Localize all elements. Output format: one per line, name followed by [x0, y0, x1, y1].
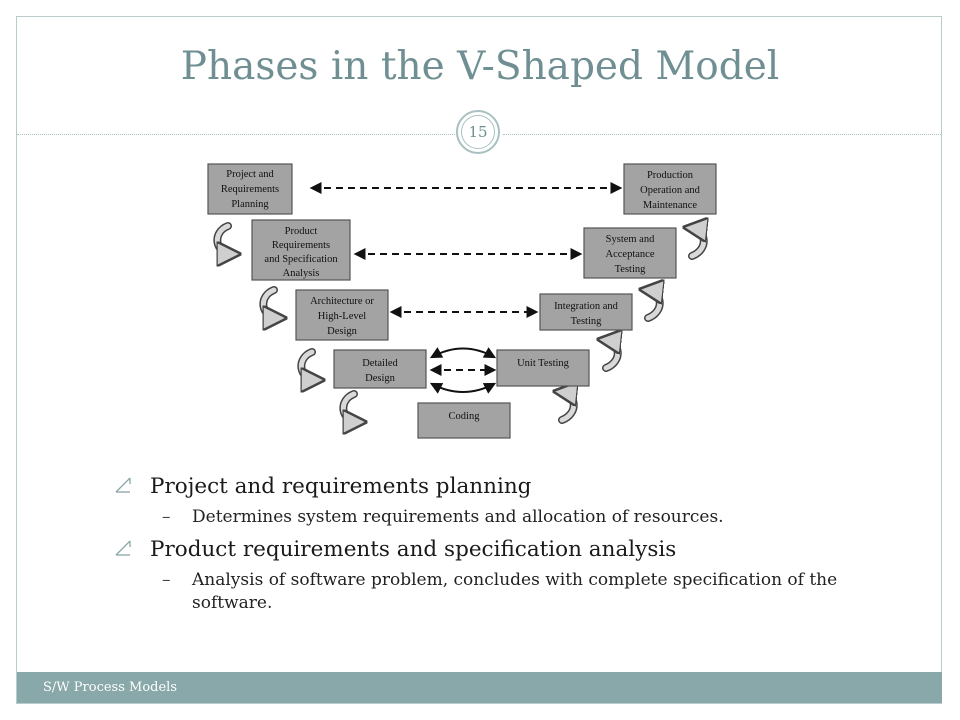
curved-arrow-icon	[604, 340, 618, 372]
slide-frame	[16, 16, 942, 704]
curved-arrow-icon	[259, 286, 280, 318]
phase-coding: Coding	[417, 402, 511, 439]
svg-text:Unit Testing: Unit Testing	[517, 358, 570, 369]
title-divider-right	[503, 134, 941, 135]
bullet-marker-icon	[115, 540, 131, 556]
page-number-badge: 15	[456, 110, 500, 154]
design-test-curved-arrows	[429, 347, 497, 394]
dash-marker: –	[162, 507, 171, 527]
curved-arrow-icon	[560, 392, 574, 424]
bullet-list: Project and requirements planning – Dete…	[112, 468, 892, 621]
dash-marker: –	[162, 570, 171, 590]
footer-bar: S/W Process Models	[17, 672, 942, 703]
curved-arrow-icon	[690, 228, 704, 260]
footer-text: S/W Process Models	[43, 680, 177, 695]
phase-unit-testing: Unit Testing	[496, 349, 590, 387]
curved-arrow-icon	[297, 348, 318, 380]
verification-arrows	[309, 182, 623, 376]
sub-bullet-item: – Determines system requirements and all…	[112, 506, 892, 529]
sub-bullet-text: Determines system requirements and alloc…	[192, 507, 724, 527]
phase-transition-arrows	[213, 222, 704, 424]
curved-arrow-icon	[646, 290, 660, 322]
bullet-text: Product requirements and specification a…	[150, 537, 677, 562]
bullet-text: Project and requirements planning	[150, 474, 532, 499]
bullet-item: Product requirements and specification a…	[112, 535, 892, 565]
sub-bullet-item: – Analysis of software problem, conclude…	[112, 569, 892, 615]
page-number: 15	[461, 115, 495, 149]
curved-arrow-icon	[213, 222, 234, 254]
sub-bullet-text: Analysis of software problem, concludes …	[192, 570, 838, 613]
svg-text:Coding: Coding	[449, 411, 481, 422]
slide-title: Phases in the V-Shaped Model	[180, 44, 780, 89]
bullet-marker-icon	[115, 477, 131, 493]
title-divider-left	[17, 134, 457, 135]
curved-arrow-icon	[339, 390, 360, 422]
bullet-item: Project and requirements planning	[112, 472, 892, 502]
